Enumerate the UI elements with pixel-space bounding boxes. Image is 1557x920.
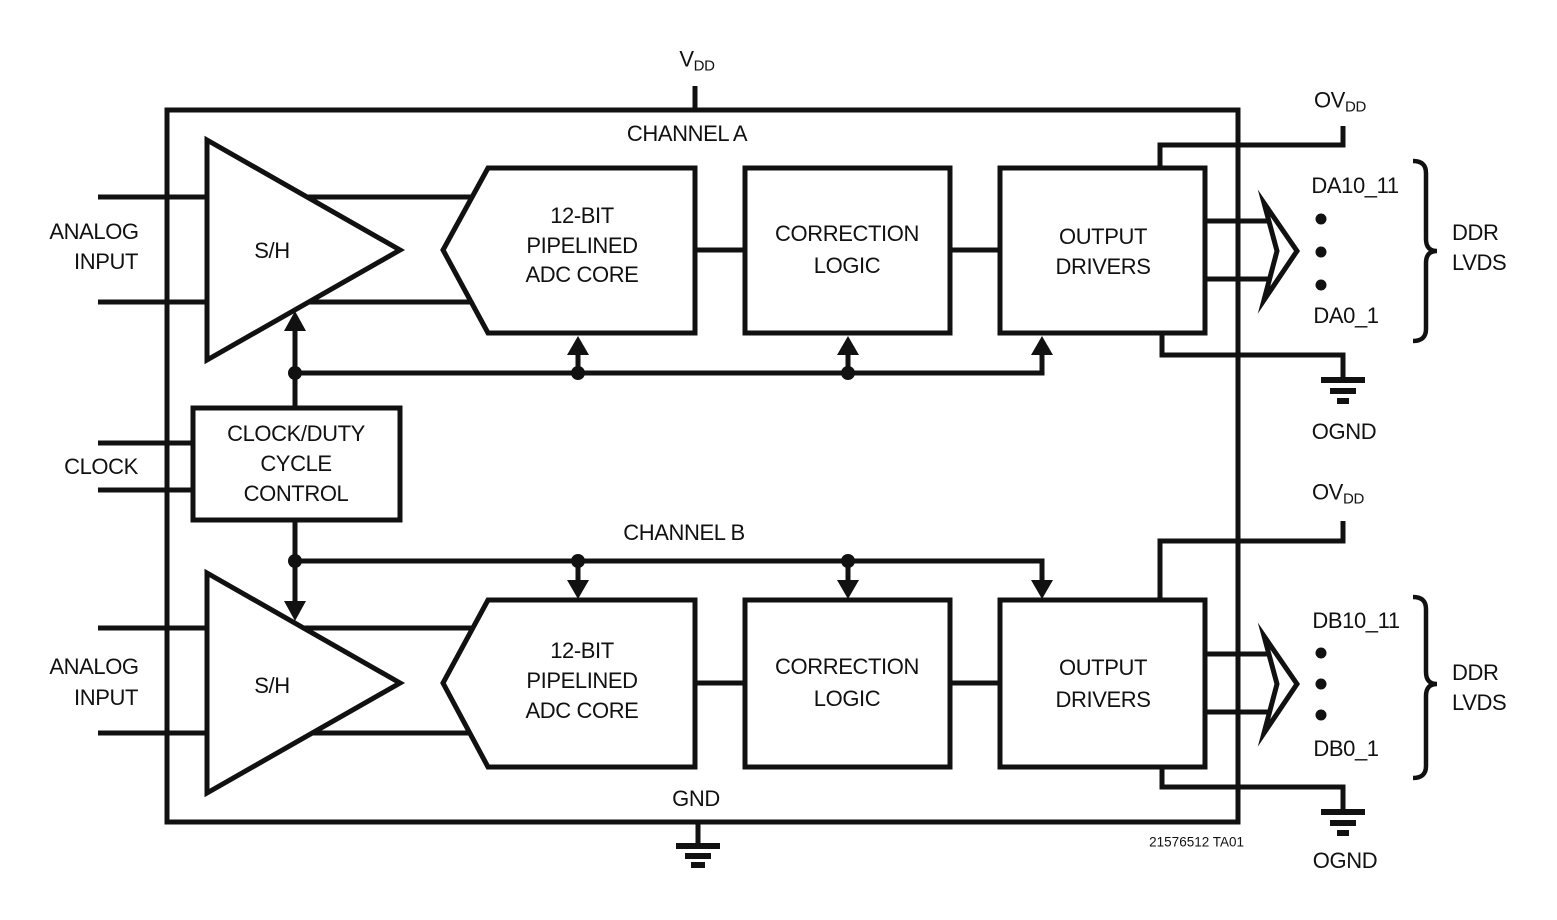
junction-dot	[571, 554, 585, 568]
ddr-lvds-brace-b	[1412, 594, 1438, 781]
ovdd-b-label: OVDD	[1311, 479, 1365, 508]
correction-b-label-line2: LOGIC	[813, 686, 881, 711]
ellipsis-dot	[1315, 246, 1327, 258]
chip-outline	[164, 107, 1241, 825]
clock-arrowhead-a-drivers	[1031, 336, 1053, 355]
output-drivers-a-box	[997, 165, 1208, 336]
da-top-label: DA10_11	[1311, 173, 1399, 198]
adc-core-b-shape	[440, 597, 698, 770]
clock-box-label-line2: CYCLE	[260, 451, 332, 476]
ognd-b-ground-icon	[1321, 809, 1365, 836]
junction-dot	[288, 366, 302, 380]
ovdd-a-wire	[1157, 126, 1346, 168]
bus-arrow-a-icon	[1257, 189, 1301, 314]
clock-arrowhead-a-correction	[837, 336, 859, 355]
ognd-a-ground-icon	[1321, 377, 1365, 404]
drivers-a-label-line2: DRIVERS	[1055, 254, 1151, 279]
adc-core-b-label-line3: ADC CORE	[525, 698, 639, 723]
clock-control-box	[190, 405, 403, 523]
adc-core-b-label-line2: PIPELINED	[526, 668, 638, 693]
correction-a-label-line2: LOGIC	[813, 253, 881, 278]
ddr-b-label-line1: DDR	[1452, 660, 1499, 685]
correction-a-label-line1: CORRECTION	[775, 221, 919, 246]
ellipsis-dot	[1315, 678, 1327, 690]
clock-bus-a	[295, 350, 1045, 376]
ognd-b-label: OGND	[1312, 848, 1378, 873]
ellipsis-dot	[1315, 647, 1327, 659]
clock-bus-b	[295, 558, 1045, 580]
junction-dot	[571, 366, 585, 380]
clock-arrowhead-a-sh	[284, 311, 306, 331]
gnd-label: GND	[672, 786, 720, 811]
analog-input-a-label-line1: ANALOG	[49, 219, 139, 244]
clock-arrowhead-b-drivers	[1031, 580, 1053, 599]
adc-core-a-label-line3: ADC CORE	[525, 262, 639, 287]
clock-box-label-line1: CLOCK/DUTY	[227, 421, 365, 446]
gnd-ground-icon	[676, 843, 720, 868]
ovdd-b-wire	[1157, 521, 1346, 600]
ognd-a-label: OGND	[1311, 419, 1377, 444]
ovdd-a-label: OVDD	[1313, 87, 1367, 116]
ellipsis-dot	[1315, 213, 1327, 225]
clock-arrowhead-b-sh	[284, 601, 306, 621]
ellipsis-dot	[1315, 709, 1327, 721]
ellipsis-dot	[1315, 279, 1327, 291]
drivers-b-label-line1: OUTPUT	[1058, 655, 1148, 680]
bus-arrow-b-icon	[1257, 622, 1301, 747]
correction-logic-b-box	[742, 597, 953, 770]
sh-b-label: S/H	[254, 673, 290, 698]
junction-dot	[288, 554, 302, 568]
drivers-b-label-line2: DRIVERS	[1055, 687, 1151, 712]
analog-input-b-label-line1: ANALOG	[49, 654, 139, 679]
ddr-a-label-line1: DDR	[1452, 220, 1499, 245]
adc-core-a-label-line2: PIPELINED	[526, 233, 638, 258]
channel-a-title: CHANNEL A	[626, 121, 748, 146]
clock-box-label-line3: CONTROL	[243, 481, 349, 506]
vdd-label: VDD	[679, 46, 715, 75]
da-bottom-label: DA0_1	[1313, 303, 1379, 328]
correction-logic-a-box	[742, 165, 953, 336]
clock-arrowhead-b-correction	[837, 580, 859, 599]
ognd-b-wire	[1159, 767, 1346, 809]
clock-arrowhead-b-adc	[567, 580, 589, 599]
ddr-lvds-brace-a	[1412, 158, 1438, 344]
ognd-a-wire	[1159, 333, 1346, 377]
sh-a-label: S/H	[254, 238, 290, 263]
analog-input-b-label-line2: INPUT	[73, 685, 139, 710]
clock-label: CLOCK	[64, 454, 138, 479]
sh-amp-b-shape	[204, 568, 406, 798]
part-code-label: 21576512 TA01	[1149, 834, 1244, 850]
correction-b-label-line1: CORRECTION	[775, 654, 919, 679]
clock-arrowhead-a-adc	[567, 336, 589, 355]
analog-input-a-label-line2: INPUT	[73, 249, 139, 274]
adc-core-a-label-line1: 12-BIT	[550, 203, 614, 228]
adc-core-a-shape	[440, 165, 698, 336]
output-drivers-b-box	[997, 597, 1208, 770]
db-top-label: DB10_11	[1312, 608, 1400, 633]
ddr-b-label-line2: LVDS	[1452, 690, 1507, 715]
adc-core-b-label-line1: 12-BIT	[550, 638, 614, 663]
junction-dot	[841, 554, 855, 568]
db-bottom-label: DB0_1	[1313, 736, 1379, 761]
channel-b-title: CHANNEL B	[623, 520, 745, 545]
sh-amp-a-shape	[204, 135, 406, 365]
junction-dot	[841, 366, 855, 380]
ddr-a-label-line2: LVDS	[1452, 250, 1507, 275]
drivers-a-label-line1: OUTPUT	[1058, 224, 1148, 249]
